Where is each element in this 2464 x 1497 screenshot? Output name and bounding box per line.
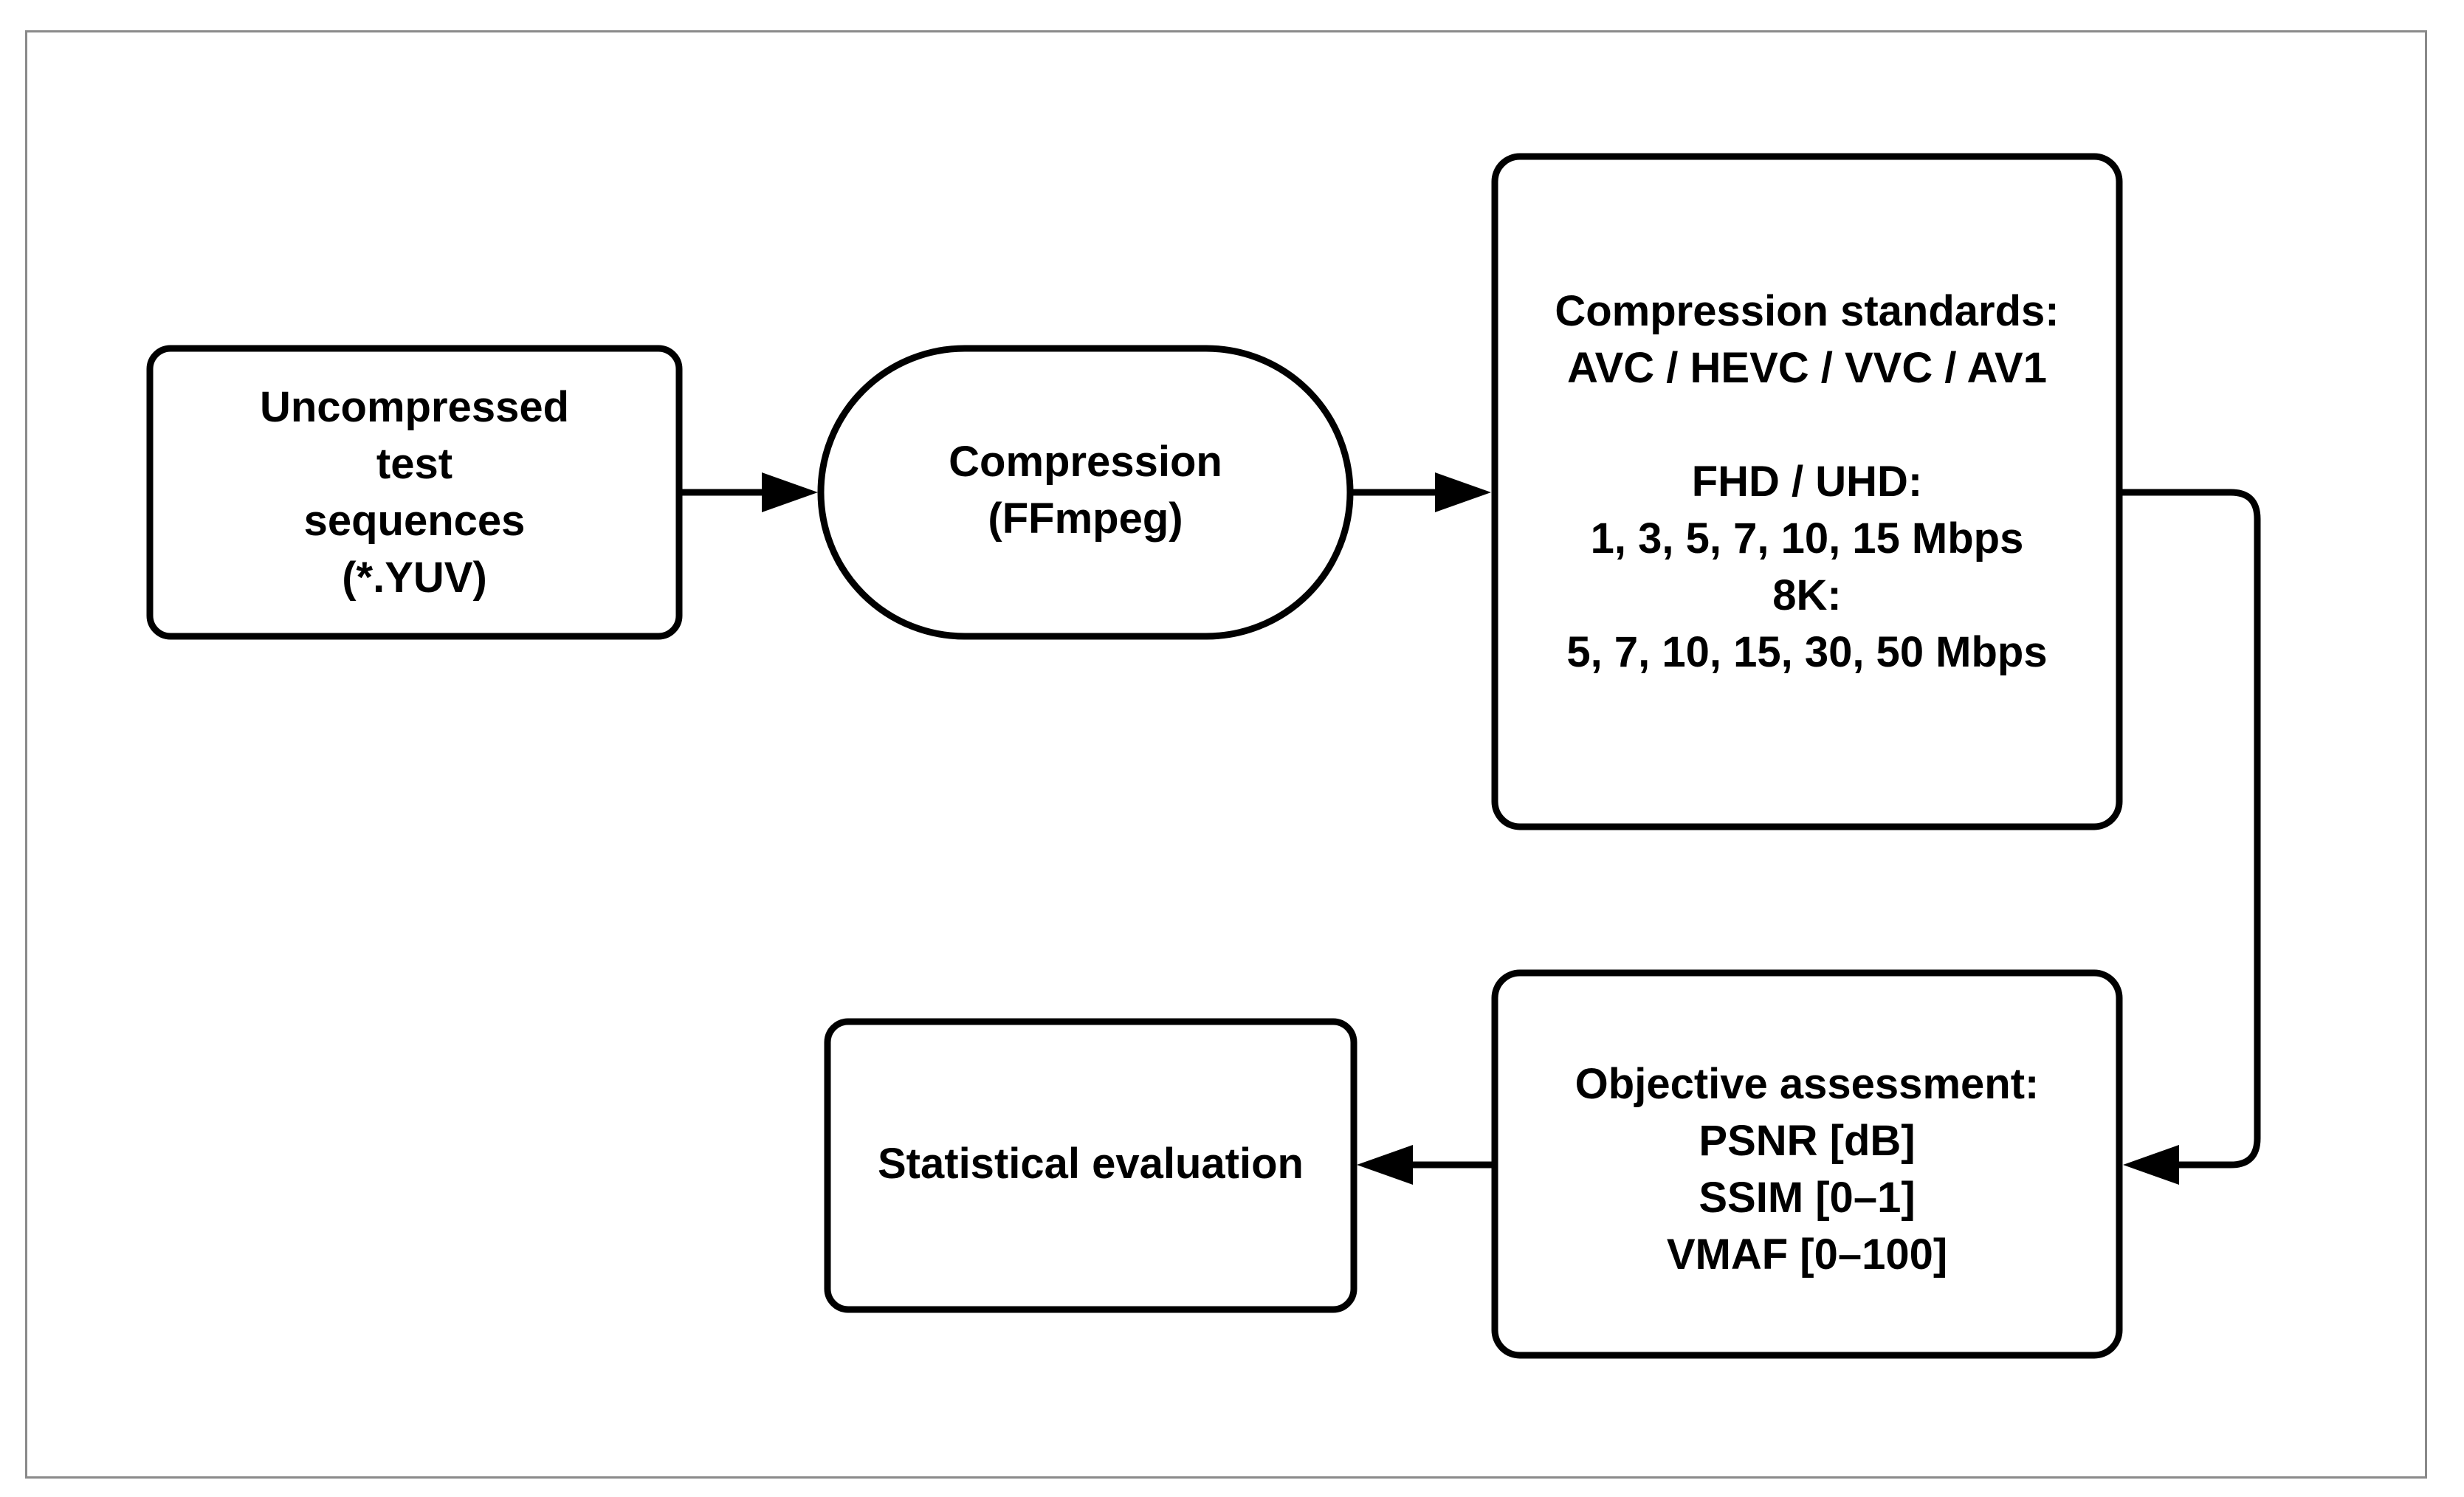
standards-8k-rates: 5, 7, 10, 15, 30, 50 Mbps [1566, 627, 2048, 676]
arrow-assessment-to-statistical-head [1357, 1145, 1413, 1185]
uncompressed-line-2: test [376, 440, 453, 488]
standards-8k-label: 8K: [1772, 571, 1842, 619]
statistical-box [824, 1018, 1357, 1313]
figure-frame [25, 30, 2427, 1479]
statistical-label: Statistical evaluation [830, 1025, 1351, 1307]
compression-terminator [817, 345, 1354, 640]
standards-fhd-uhd-label: FHD / UHD: [1691, 457, 1923, 506]
compression-line-2: (FFmpeg) [988, 495, 1183, 543]
arrow-uncompressed-to-compression-head [762, 472, 818, 512]
assessment-label: Objective assessment: PSNR [dB] SSIM [0–… [1498, 976, 2116, 1352]
uncompressed-line-1: Uncompressed [259, 383, 570, 431]
arrow-standards-to-assessment-head [2123, 1145, 2179, 1185]
compression-label: Compression (FFmpeg) [824, 351, 1347, 633]
uncompressed-box [146, 345, 683, 640]
standards-fhd-uhd-rates: 1, 3, 5, 7, 10, 15 Mbps [1590, 514, 2024, 562]
standards-label: Compression standards: AVC / HEVC / VVC … [1498, 159, 2116, 824]
assessment-title: Objective assessment: [1575, 1060, 2040, 1108]
uncompressed-label: Uncompressed test sequences (*.YUV) [153, 351, 676, 633]
arrow-standards-to-assessment-line [2122, 489, 2261, 1169]
compression-line-1: Compression [949, 438, 1222, 486]
arrow-compression-to-standards-head [1435, 472, 1491, 512]
assessment-vmaf: VMAF [0–100] [1666, 1231, 1948, 1279]
standards-box [1491, 153, 2123, 830]
statistical-line-1: Statistical evaluation [878, 1139, 1304, 1188]
uncompressed-line-4: (*.YUV) [342, 554, 487, 602]
uncompressed-line-3: sequences [303, 497, 526, 545]
standards-title: Compression standards: [1555, 286, 2059, 335]
assessment-box [1491, 969, 2123, 1359]
assessment-psnr: PSNR [dB] [1699, 1117, 1916, 1165]
assessment-ssim: SSIM [0–1] [1699, 1174, 1916, 1222]
standards-codecs: AVC / HEVC / VVC / AV1 [1567, 343, 2047, 392]
